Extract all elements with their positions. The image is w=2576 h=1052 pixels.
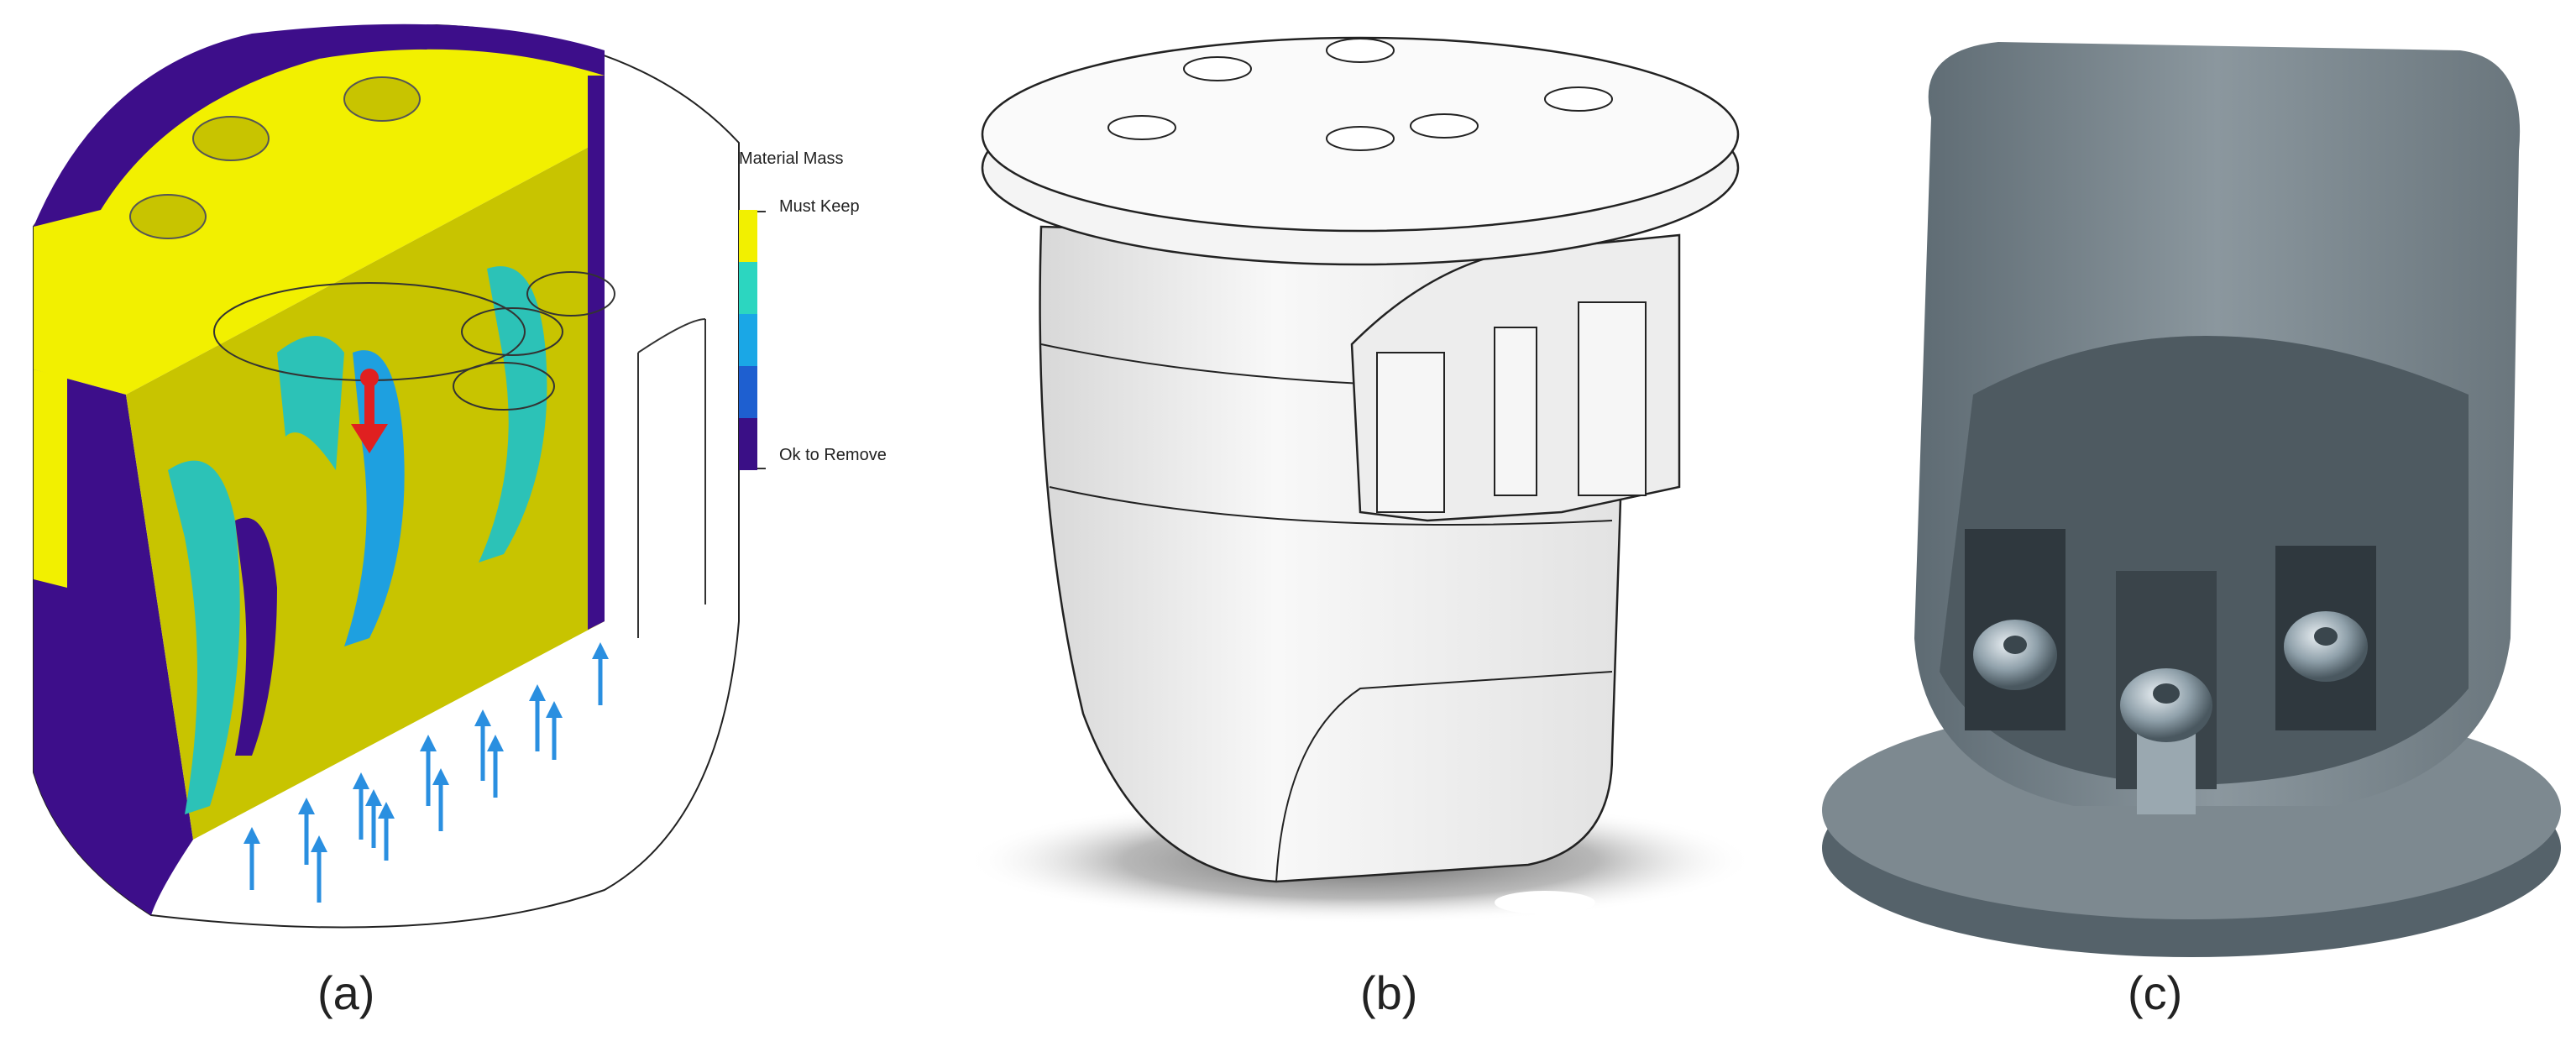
support-arrows-icon [243, 642, 609, 903]
legend-ok-to-remove: Ok to Remove [779, 446, 887, 464]
left-edge-keep [34, 369, 67, 588]
panel-topology-optimization: Material Mass Must Keep Ok to Remove (a) [0, 0, 924, 1052]
material-mass-legend: Material Mass Must Keep Ok to Remove [739, 149, 887, 470]
legend-swatch-ok-to-remove [739, 418, 757, 470]
slot [1494, 327, 1537, 496]
bolt-icon [1973, 620, 2057, 690]
top-face-remove-edge [34, 24, 605, 227]
bolt-hole [192, 116, 270, 161]
cut-face-keep [126, 139, 605, 840]
light-spot [1495, 891, 1595, 914]
legend-title: Material Mass [739, 149, 843, 168]
flange-holes [1107, 38, 1613, 151]
bolt-hole [129, 194, 207, 239]
slot [1376, 352, 1445, 513]
bolt-hole [343, 76, 421, 122]
legend-swatch [739, 314, 757, 366]
cad-figure [966, 36, 1755, 924]
left-side-remove [34, 369, 193, 915]
topology-figure: Material Mass Must Keep Ok to Remove [33, 24, 887, 929]
internal-outline [461, 307, 563, 356]
legend-swatch-must-keep [739, 210, 757, 262]
bolt-icon [2120, 668, 2212, 814]
legend-swatch [739, 262, 757, 314]
body-seam [1049, 486, 1613, 526]
density-band [344, 350, 405, 646]
body-seam [1275, 671, 1613, 882]
right-edge-remove [588, 76, 605, 630]
panel-printed-part: (c) [1805, 0, 2576, 1052]
density-band [479, 266, 547, 563]
internal-outline [637, 318, 706, 353]
caption-b: (b) [1360, 966, 1418, 1019]
density-band [168, 460, 240, 814]
bolt-icon [2284, 611, 2368, 682]
caption-c: (c) [2128, 966, 2183, 1019]
legend-must-keep: Must Keep [779, 197, 860, 216]
density-band-remove [235, 517, 277, 756]
panel-cad-model: (b) [924, 0, 1805, 1052]
load-arrow-icon [351, 369, 388, 453]
printed-part-photo [1822, 42, 2561, 957]
legend-swatch [739, 366, 757, 418]
internal-outline [453, 362, 555, 411]
internal-outline [526, 271, 615, 317]
density-band [277, 336, 344, 470]
slot [1578, 301, 1647, 496]
caption-a: (a) [317, 966, 375, 1019]
